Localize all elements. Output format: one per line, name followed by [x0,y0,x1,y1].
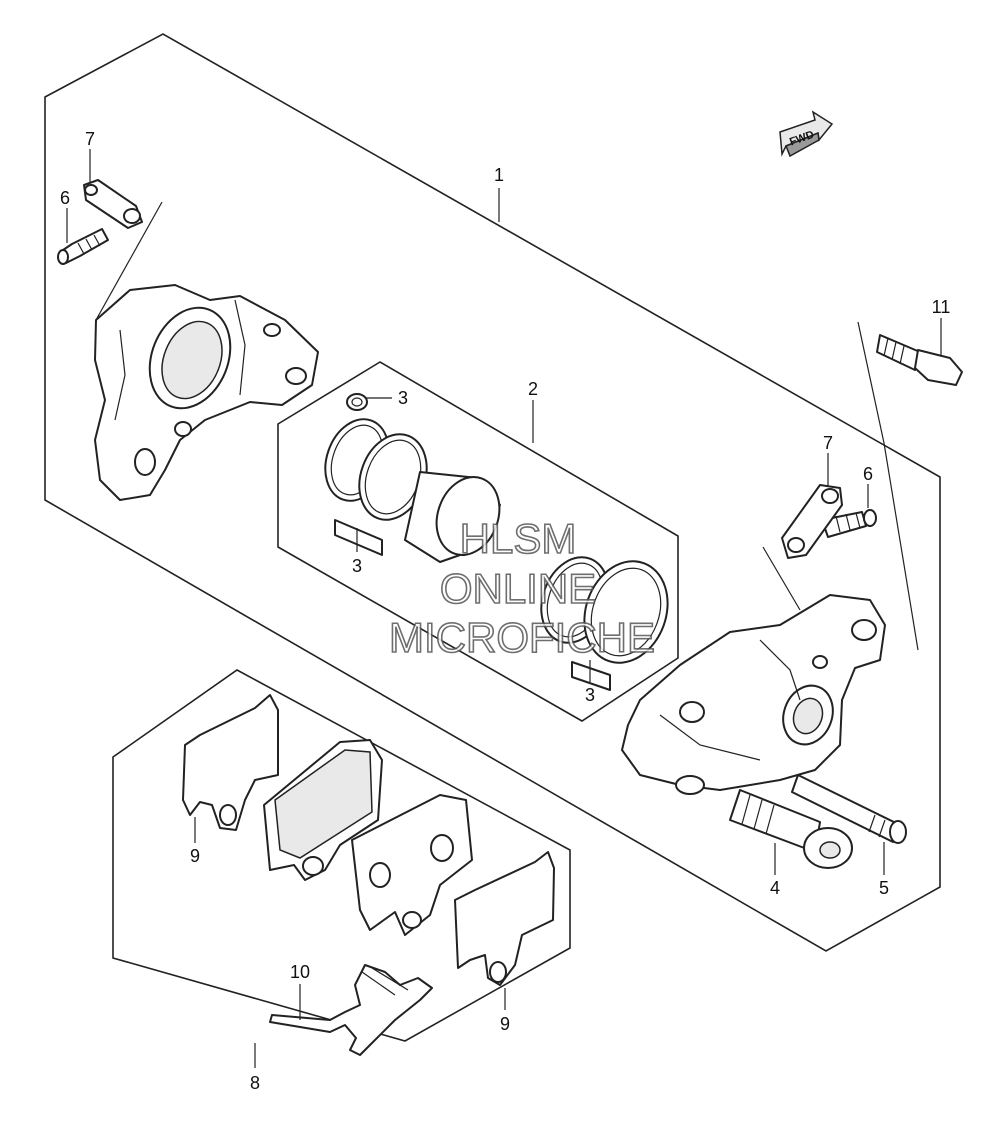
pad-shim-right [454,851,555,986]
callout-6-a: 6 [60,188,70,208]
callout-7-b: 7 [823,433,833,453]
bleeder-cap-left [83,179,143,229]
callout-3-b: 3 [352,556,362,576]
leader-lines [66,149,942,1068]
piston-kit-parts [324,393,669,691]
piston-kit-boundary [277,361,679,722]
right-caliper-guide-line-3 [762,546,801,611]
caliper-assembly-boundary [44,33,941,952]
callout-1: 1 [494,165,504,185]
right-caliper-guide-line-2 [883,442,919,651]
bleeder-screw-left [57,228,109,265]
right-caliper-guide-line [857,321,885,444]
callout-9-a: 9 [190,846,200,866]
bolt-4 [729,789,853,869]
forward-direction-arrow: FWD [779,110,834,158]
callout-9-b: 9 [500,1014,510,1034]
callout-10: 10 [290,962,310,982]
bolt-11 [876,334,963,386]
watermark: HLSM ONLINE MICROFICHE [388,514,656,662]
pad-set-boundary [112,669,571,1042]
pad-spring [269,964,433,1056]
callout-3-a: 3 [398,388,408,408]
pin-5 [791,774,907,844]
watermark-line-2: ONLINE [440,565,596,612]
bleeder-cap-right [781,484,843,559]
watermark-line-3: MICROFICHE [389,614,655,661]
callout-6-b: 6 [863,464,873,484]
callout-7-a: 7 [85,129,95,149]
brake-pad-right [351,794,473,936]
caliper-body-left [94,284,319,501]
brake-pad-left [263,739,383,881]
callout-2: 2 [528,379,538,399]
pad-shim-left [182,694,279,831]
callout-5: 5 [879,878,889,898]
watermark-line-1: HLSM [460,515,577,562]
caliper-body-right [621,594,886,795]
callout-4: 4 [770,878,780,898]
callout-3-c: 3 [585,685,595,705]
callout-11: 11 [932,297,951,317]
callout-labels: 1 2 3 3 3 4 5 6 6 7 7 8 9 9 10 11 [60,129,950,1093]
callout-8: 8 [250,1073,260,1093]
left-caliper-guide-line [95,201,163,321]
